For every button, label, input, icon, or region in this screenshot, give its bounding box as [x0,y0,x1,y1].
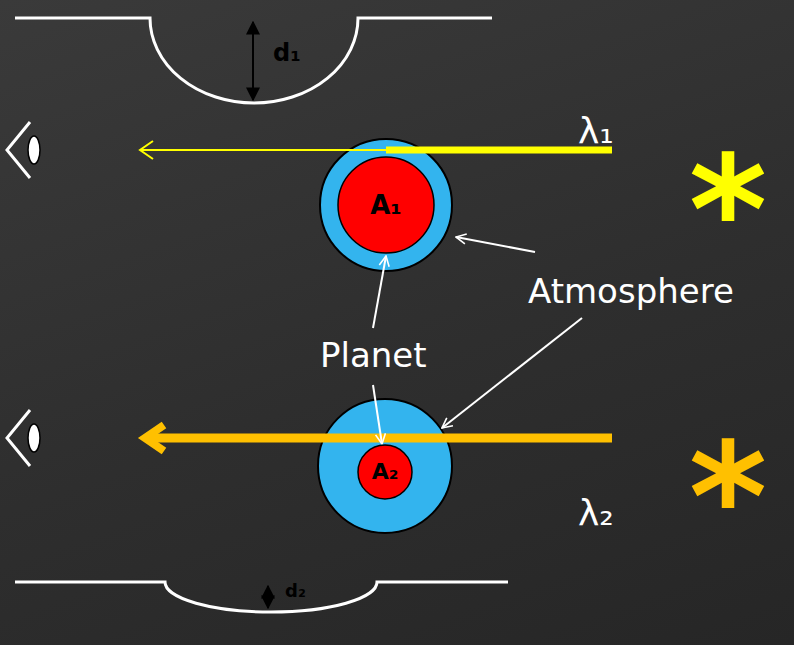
light-ray [141,149,390,151]
eye-symbol [7,410,30,466]
light-curve [15,18,492,103]
star-symbol: * [668,423,788,573]
light-curve [15,582,508,612]
depth-arrow [252,22,254,100]
star-symbol: * [668,136,788,286]
planet-disc [358,445,412,499]
atmosphere-circle [318,399,452,533]
planet-circle: A₂ [357,444,413,500]
depth-label: d₂ [285,581,306,602]
eye-symbol [28,424,40,452]
part-label: Atmosphere [528,272,734,311]
leader-arrow [456,237,535,252]
leader-arrow [442,318,582,428]
atmosphere-circle [320,139,452,271]
wavelength-label: λ₁ [578,110,614,151]
planet-disc [338,157,434,253]
planet-area-label: A₂ [372,460,399,484]
wavelength-label: λ₂ [578,492,614,533]
arrow-head [140,141,153,159]
part-label: Planet [320,336,427,375]
eye-symbol [7,122,30,178]
depth-label: d₁ [273,40,301,68]
eye-symbol [28,136,40,164]
depth-arrow [267,586,269,608]
leader-arrow [373,385,382,444]
planet-area-label: A₁ [370,191,402,220]
planet-circle: A₁ [337,156,435,254]
leader-arrow [373,256,386,328]
arrow-head [145,425,164,451]
